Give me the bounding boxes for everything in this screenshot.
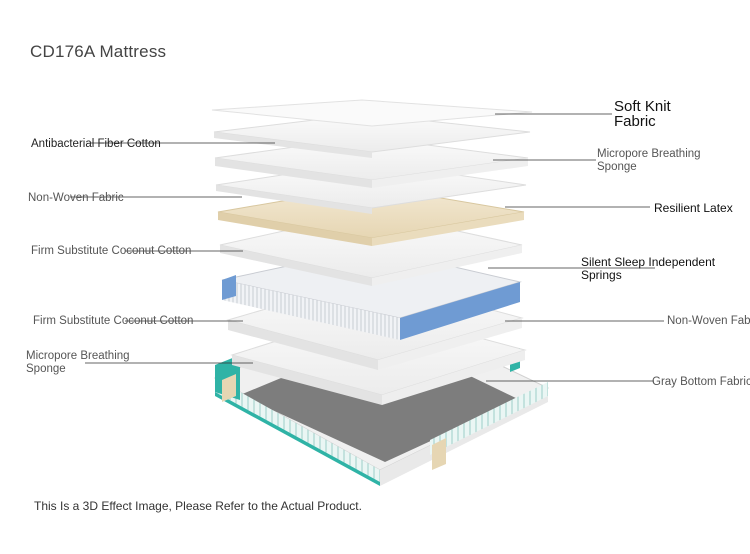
disclaimer-footnote: This Is a 3D Effect Image, Please Refer … bbox=[34, 499, 362, 513]
label-springs-line2: Springs bbox=[581, 268, 622, 282]
label-softknit-line1: Soft Knit bbox=[614, 98, 671, 115]
leader-lines bbox=[70, 113, 664, 382]
label-springs-line1: Silent Sleep Independent bbox=[581, 255, 716, 269]
label-micropore-left-line2: Sponge bbox=[26, 363, 66, 375]
label-nonwoven-left: Non-Woven Fabric bbox=[28, 192, 124, 204]
label-nonwoven-right: Non-Woven Fabric bbox=[667, 315, 750, 327]
label-coconut-1: Firm Substitute Coconut Cotton bbox=[31, 245, 192, 257]
label-coconut-2: Firm Substitute Coconut Cotton bbox=[33, 315, 194, 327]
page-title: CD176A Mattress bbox=[30, 42, 167, 61]
label-micropore-left-line1: Micropore Breathing bbox=[26, 350, 130, 362]
label-micropore-right-line1: Micropore Breathing bbox=[597, 148, 701, 160]
layer-softknit bbox=[211, 99, 533, 127]
label-micropore-right-line2: Sponge bbox=[597, 161, 637, 173]
label-antibacterial: Antibacterial Fiber Cotton bbox=[31, 138, 161, 150]
label-latex: Resilient Latex bbox=[654, 201, 733, 215]
label-gray-bottom: Gray Bottom Fabric bbox=[652, 376, 750, 388]
label-softknit-line2: Fabric bbox=[614, 113, 656, 130]
